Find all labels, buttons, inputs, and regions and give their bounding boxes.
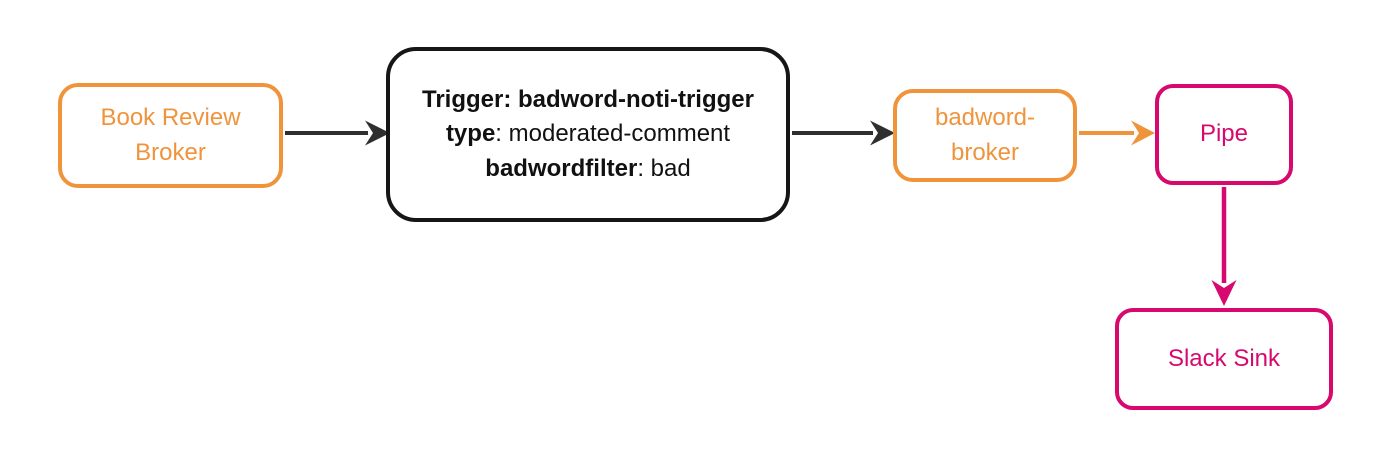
- node-label: badword-broker: [934, 104, 1036, 166]
- edge-badword-broker-to-pipe: [1079, 120, 1155, 146]
- node-label: Slack Sink: [1167, 344, 1281, 372]
- arrowhead-right-icon: [870, 120, 895, 146]
- node-label: Pipe: [1199, 120, 1249, 148]
- arrowhead-down-icon: [1211, 280, 1237, 306]
- edge-book-review-broker-to-trigger: [285, 120, 390, 146]
- edge-trigger-to-badword-broker: [792, 120, 895, 146]
- trigger-name-line: Trigger: badword-noti-trigger: [422, 86, 754, 114]
- node-pipe: Pipe: [1155, 84, 1293, 185]
- trigger-filter-line: badwordfilter: bad: [485, 154, 691, 182]
- node-trigger: Trigger: badword-noti-trigger type: mode…: [386, 47, 790, 222]
- edge-pipe-to-slack-sink: [1211, 187, 1237, 306]
- node-badword-broker: badword-broker: [893, 89, 1077, 182]
- node-book-review-broker: Book Review Broker: [58, 83, 283, 188]
- node-slack-sink: Slack Sink: [1115, 308, 1333, 410]
- node-label: Book Review Broker: [100, 104, 241, 166]
- trigger-type-line: type: moderated-comment: [445, 120, 731, 148]
- arrowhead-right-icon: [1131, 120, 1155, 146]
